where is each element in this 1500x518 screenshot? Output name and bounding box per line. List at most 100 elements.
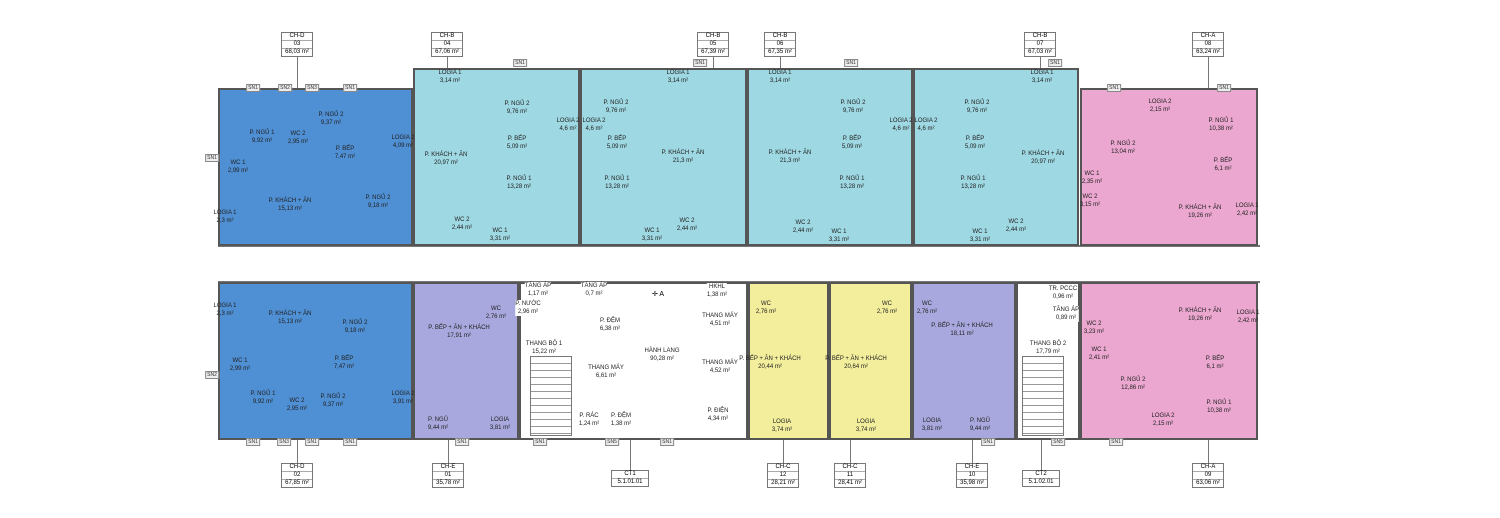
- window-tag: SN3: [277, 438, 291, 446]
- apartment-ch-d-02[interactable]: [218, 282, 413, 440]
- unit-type: CH-A: [1193, 33, 1223, 41]
- apartment-ch-b-04[interactable]: [413, 68, 580, 246]
- core-ref: 5.1.02.01: [1028, 479, 1054, 485]
- room-area: 5,09 m²: [606, 144, 628, 150]
- room-name: LOGIA 1: [1235, 203, 1259, 209]
- room-name: P. BẾP + ĂN + KHÁCH: [739, 356, 801, 362]
- callout-leader: [1208, 440, 1209, 463]
- room-area: 90,28 m²: [650, 356, 674, 362]
- window-tag: SN5: [605, 438, 619, 446]
- room-area: 4,6 m²: [917, 126, 935, 132]
- room-area: 2,44 m²: [451, 225, 473, 231]
- room-area: 2,42 m²: [1237, 318, 1259, 324]
- room-area: 20,64 m²: [844, 364, 868, 370]
- room-name: HKHL: [708, 284, 725, 290]
- room-name: P. NGỦ 2: [365, 195, 391, 201]
- room-name: LOGIA 1: [213, 303, 237, 309]
- window-tag: SN1: [305, 438, 319, 446]
- stair-1-icon: [530, 356, 572, 436]
- room-name: THANG MÁY: [702, 313, 738, 319]
- room-area: 4,52 m²: [709, 368, 731, 374]
- window-tag: SN1: [981, 438, 995, 446]
- room-area: 2,3 m²: [216, 311, 234, 317]
- room-name: P. NGỦ 1: [506, 176, 532, 182]
- room-area: 5,09 m²: [841, 144, 863, 150]
- unit-area: 67,03 m²: [1028, 49, 1052, 55]
- apartment-ch-b-05[interactable]: [580, 68, 747, 246]
- window-tag: SN1: [1107, 84, 1121, 92]
- room-name: WC 2: [454, 217, 470, 223]
- room-name: LOGIA 1: [438, 70, 462, 76]
- room-name: P. BẾP: [607, 136, 627, 142]
- room-area: 20,97 m²: [1031, 159, 1055, 165]
- room-area: 3,31 m²: [641, 236, 663, 242]
- room-name: WC 1: [644, 228, 660, 234]
- apartment-ch-b-07[interactable]: [913, 68, 1079, 246]
- room-area: 9,92 m²: [251, 138, 273, 144]
- room-area: 2,99 m²: [227, 168, 249, 174]
- window-tag: SN1: [660, 438, 674, 446]
- apartment-ch-b-06[interactable]: [747, 68, 913, 246]
- room-area: 13,28 m²: [507, 184, 531, 190]
- window-tag: SN1: [246, 438, 260, 446]
- apartment-ch-e-10[interactable]: [912, 282, 1016, 440]
- room-area: 9,76 m²: [966, 108, 988, 114]
- room-name: P. KHÁCH + ĂN: [661, 150, 705, 156]
- window-tag: SN1: [343, 438, 357, 446]
- apartment-ch-a-09[interactable]: [1080, 282, 1258, 440]
- room-name: P. NGỦ 2: [1120, 377, 1146, 383]
- room-area: 9,18 m²: [367, 203, 389, 209]
- room-name: LOGIA 2: [391, 135, 415, 141]
- room-name: P. NGỦ 1: [960, 176, 986, 182]
- apartment-ch-c-11[interactable]: [829, 282, 912, 440]
- room-name: WC 2: [1008, 219, 1024, 225]
- room-area: 2,95 m²: [287, 139, 309, 145]
- room-name: WC: [882, 301, 892, 307]
- room-area: 3,31 m²: [828, 237, 850, 243]
- apartment-ch-c-12[interactable]: [748, 282, 829, 440]
- apartment-ch-a-08[interactable]: [1080, 88, 1258, 246]
- room-name: P. KHÁCH + ĂN: [424, 152, 468, 158]
- room-area: 3,74 m²: [855, 427, 877, 433]
- room-area: 4,34 m²: [707, 416, 729, 422]
- room-area: 19,26 m²: [1188, 213, 1212, 219]
- callout-leader: [1208, 55, 1209, 88]
- room-area: 20,44 m²: [758, 364, 782, 370]
- room-area: 2,44 m²: [792, 228, 814, 234]
- room-name: WC 1: [230, 160, 246, 166]
- room-area: 4,6 m²: [892, 126, 910, 132]
- unit-type: CH-E: [957, 464, 987, 472]
- apartment-ch-d-03[interactable]: [218, 88, 413, 246]
- room-name: HÀNH LANG: [644, 348, 680, 354]
- window-tag: SN1: [1217, 84, 1231, 92]
- room-name: P. NGỦ 1: [1206, 400, 1232, 406]
- room-name: LOGIA 1: [213, 210, 237, 216]
- room-name: WC: [922, 301, 932, 307]
- room-name: WC 2: [679, 218, 695, 224]
- window-tag: SN3: [305, 84, 319, 92]
